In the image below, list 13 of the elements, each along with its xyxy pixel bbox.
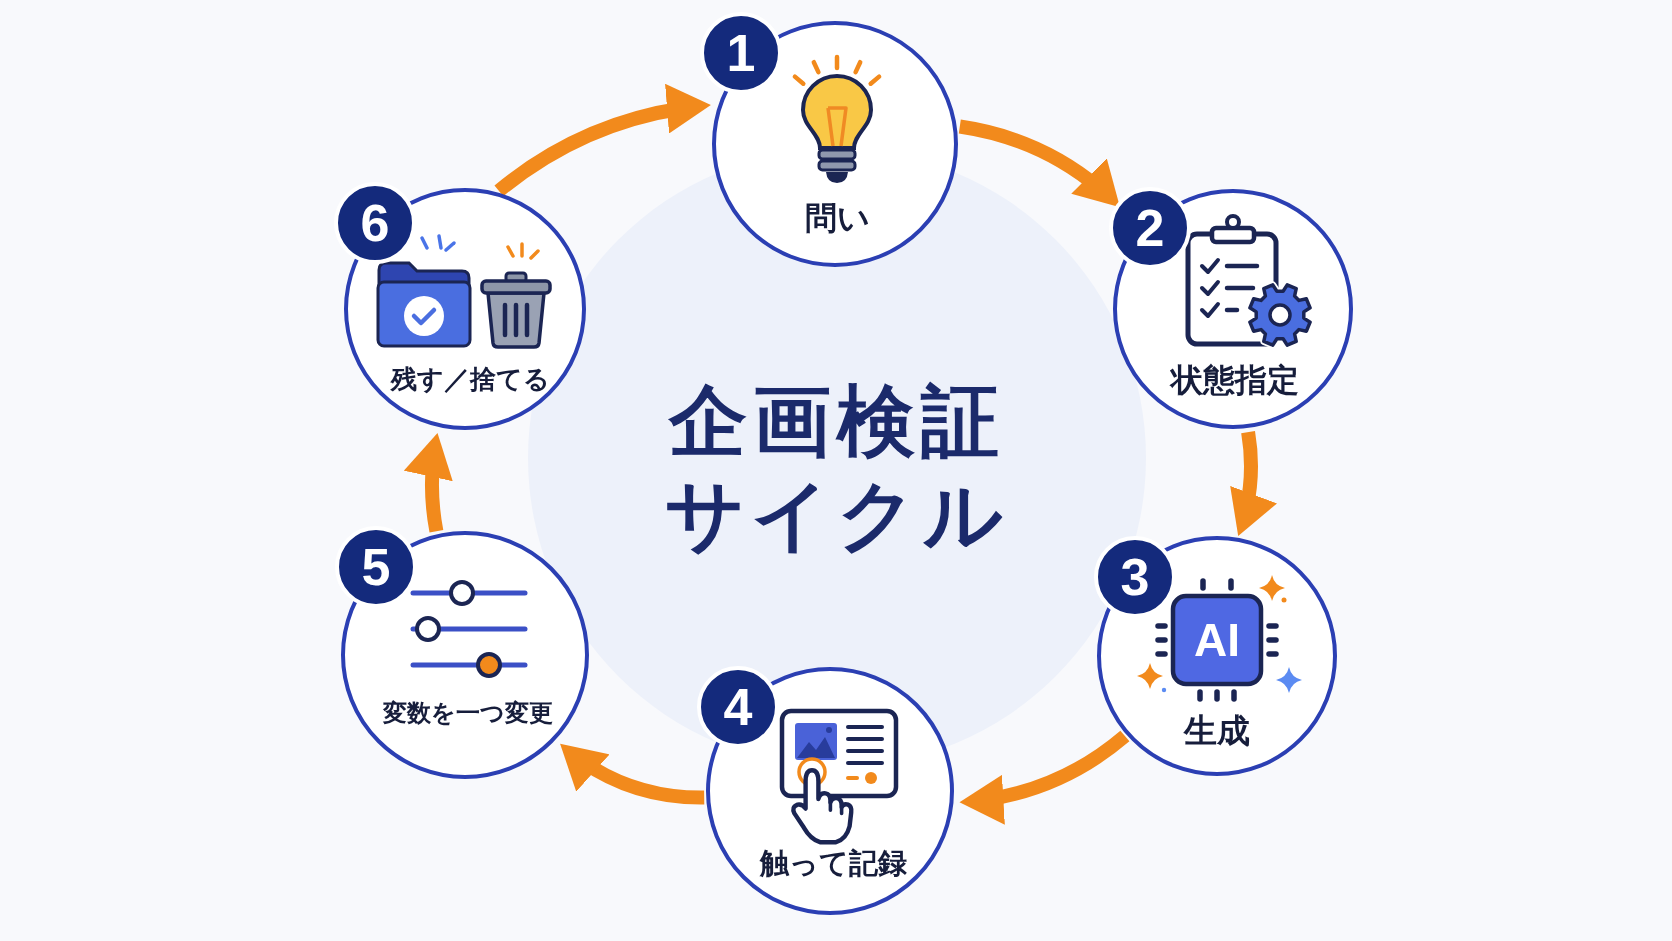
number-badge: 1 <box>700 12 782 94</box>
chip-text: AI <box>1194 617 1240 663</box>
step-label: 変数を一つ変更 <box>383 698 553 728</box>
arrow <box>958 730 1130 824</box>
step-label: 生成 <box>1184 711 1250 751</box>
arrow <box>404 431 454 533</box>
title-text: 企画検証サイクル <box>664 375 1010 562</box>
arrow <box>494 84 712 197</box>
arrow <box>1229 431 1277 539</box>
step-label: 触って記録 <box>759 845 907 881</box>
step-label: 状態指定 <box>1171 360 1299 400</box>
step-label: 残す／捨てる <box>390 364 550 396</box>
step-label: 問い <box>804 198 870 238</box>
